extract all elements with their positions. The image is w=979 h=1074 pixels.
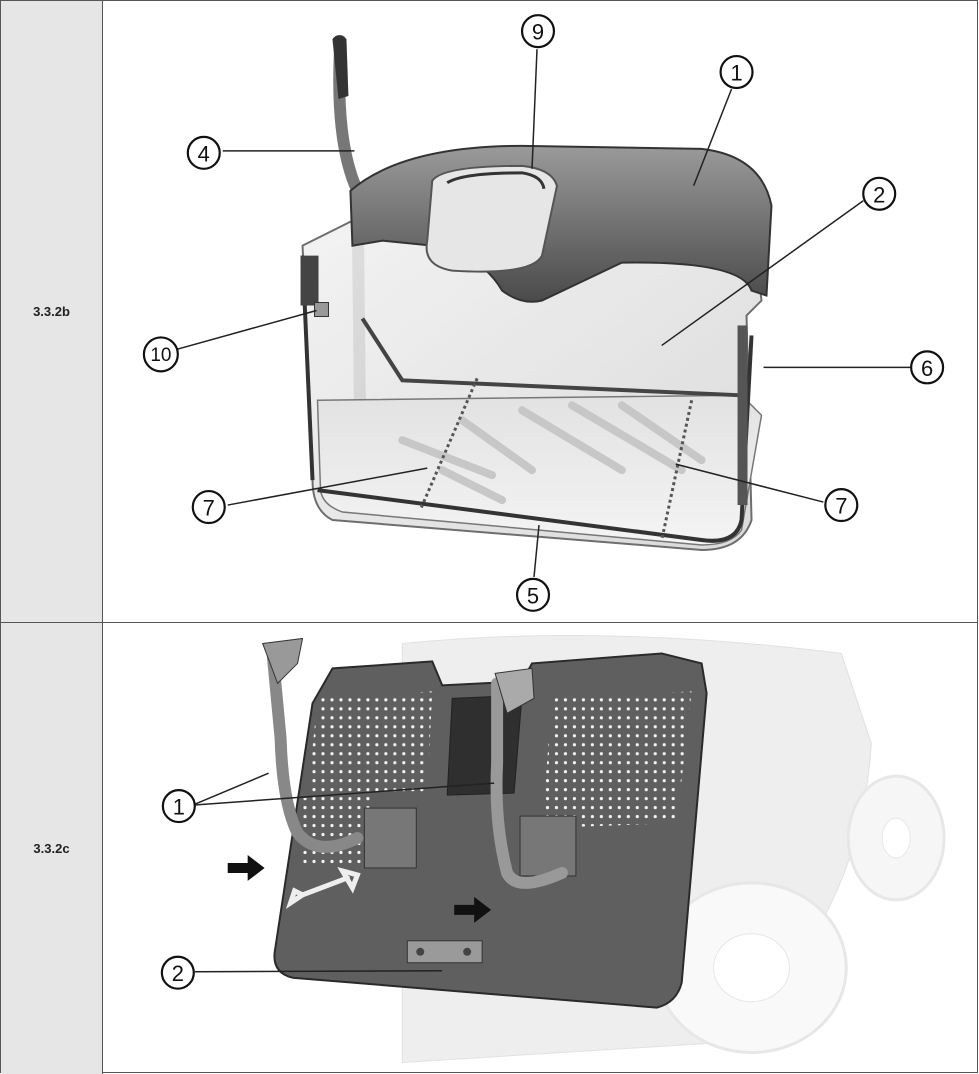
- catcher-lid: [349, 144, 773, 303]
- callout-4: 4: [186, 135, 221, 170]
- direction-arrows: [227, 854, 492, 923]
- grass-catcher-illustration: 9 1 4 2 10: [103, 1, 977, 622]
- callout-6: 6: [910, 350, 945, 385]
- callout-number: 4: [198, 141, 210, 166]
- callout-number: 1: [730, 61, 742, 86]
- callout-7-left: 7: [191, 489, 226, 525]
- callout-2: 2: [862, 176, 897, 211]
- table-row-3-3-2b: 3.3.2b: [1, 1, 977, 623]
- bracket-rods: [261, 637, 568, 889]
- callout-number: 1: [173, 795, 185, 820]
- leader-line: [661, 200, 864, 347]
- leader-line: [533, 524, 540, 577]
- figure-label-cell: 3.3.2c: [1, 623, 103, 1074]
- grass-catcher-drawing: 9 1 4 2 10: [142, 14, 945, 612]
- callout-9: 9: [520, 14, 556, 49]
- leader-line: [194, 969, 443, 973]
- callout-number: 2: [172, 961, 184, 986]
- callout-10: 10: [142, 336, 179, 373]
- mounting-plate-drawing: 1 2: [160, 635, 946, 1064]
- callout-number: 9: [532, 20, 544, 45]
- callout-number: 7: [203, 496, 215, 521]
- leader-line: [675, 463, 824, 503]
- leader-line: [227, 467, 428, 506]
- callout-7-right: 7: [824, 487, 859, 523]
- figure-label: 3.3.2b: [33, 304, 70, 319]
- callout-number: 5: [527, 583, 539, 608]
- mounting-plate: [273, 652, 708, 1009]
- leader-line: [172, 309, 317, 352]
- leader-line: [531, 49, 538, 169]
- leader-line: [192, 782, 495, 806]
- leader-line: [192, 772, 269, 806]
- figure-label-cell: 3.3.2b: [1, 1, 103, 622]
- leader-line: [692, 88, 733, 187]
- table-row-3-3-2c: 3.3.2c: [1, 623, 977, 1074]
- callout-2: 2: [160, 955, 195, 990]
- callout-number: 10: [150, 345, 171, 366]
- callout-5: 5: [515, 577, 551, 612]
- figure-label: 3.3.2c: [33, 841, 70, 856]
- mounting-plate-illustration: 1 2: [103, 623, 977, 1074]
- callout-number: 7: [835, 494, 847, 519]
- handle-bar: [332, 35, 367, 452]
- callout-number: 2: [873, 182, 885, 207]
- callout-1: 1: [719, 54, 754, 90]
- callout-number: 6: [921, 356, 933, 381]
- catcher-body: [300, 209, 763, 551]
- callout-1: 1: [161, 789, 196, 824]
